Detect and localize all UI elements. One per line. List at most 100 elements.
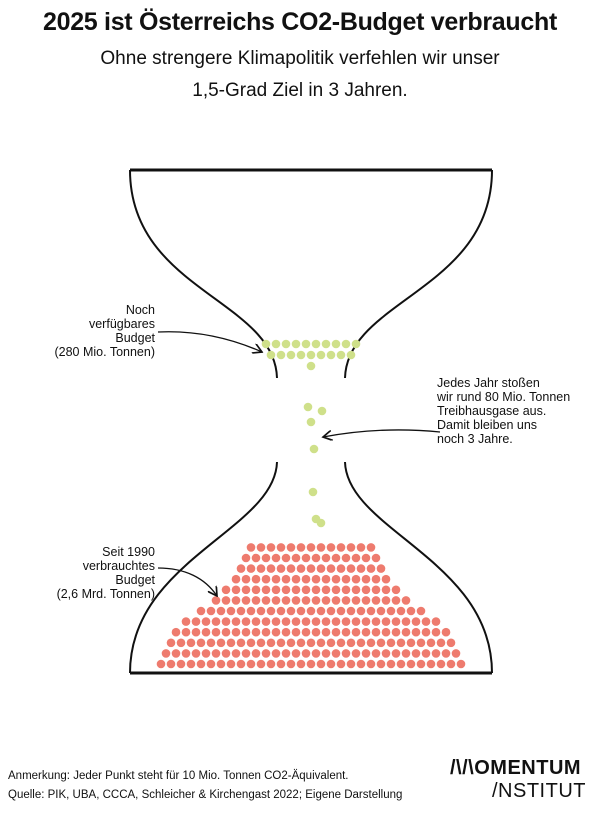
used-budget-dot xyxy=(446,659,456,669)
used-budget-dot xyxy=(271,596,281,605)
used-budget-dot xyxy=(371,649,381,658)
used-budget-dot xyxy=(231,617,241,626)
used-budget-dot xyxy=(261,585,271,595)
annotation-line: verfügbares xyxy=(88,317,155,331)
used-budget-dot xyxy=(251,627,261,637)
used-budget-dot xyxy=(201,649,211,658)
used-budget-dot xyxy=(326,564,336,573)
used-budget-dot xyxy=(261,649,271,658)
used-budget-dot xyxy=(401,617,411,626)
used-budget-dot xyxy=(456,659,466,669)
used-budget-dot xyxy=(181,617,191,626)
remaining-budget-dot xyxy=(281,339,291,349)
used-budget-dot xyxy=(306,659,316,669)
used-budget-dot xyxy=(266,564,276,573)
used-budget-dot xyxy=(256,638,266,648)
used-budget-dot xyxy=(321,617,331,626)
used-budget-dot xyxy=(331,585,341,595)
used-budget-dot xyxy=(301,596,311,605)
annotation-line: Seit 1990 xyxy=(102,545,155,559)
remaining-budget-dot xyxy=(331,339,341,349)
used-budget-dot xyxy=(231,585,241,595)
used-budget-dot xyxy=(281,553,291,563)
used-budget-dot xyxy=(411,649,421,658)
used-budget-dot xyxy=(391,596,401,605)
used-budget-dot xyxy=(281,585,291,595)
used-budget-dot xyxy=(271,617,281,626)
used-budget-dot xyxy=(226,638,236,648)
used-budget-dot xyxy=(206,638,216,648)
used-budget-dot xyxy=(221,649,231,658)
used-budget-dot xyxy=(206,659,216,669)
used-budget-dot xyxy=(301,553,311,563)
used-budget-dot xyxy=(331,574,341,584)
used-budget-dot xyxy=(281,617,291,626)
used-budget-dot xyxy=(361,627,371,637)
used-budget-dot xyxy=(286,543,296,552)
used-budget-dot xyxy=(326,606,336,616)
used-budget-dot xyxy=(211,617,221,626)
arrow-used xyxy=(157,567,217,596)
used-budget-dot xyxy=(316,543,326,552)
used-budget-dot xyxy=(346,659,356,669)
used-budget-dot xyxy=(416,659,426,669)
used-budget-dot xyxy=(376,606,386,616)
falling-dot xyxy=(309,444,319,454)
remaining-budget-dot xyxy=(321,339,331,349)
used-budget-dot xyxy=(336,659,346,669)
used-budget-dot xyxy=(346,543,356,552)
used-budget-dot xyxy=(271,574,281,584)
remaining-budget-dot xyxy=(271,339,281,349)
logo-institut: /NSTITUT xyxy=(492,780,586,802)
used-budget-dot xyxy=(411,617,421,626)
used-budget-dot xyxy=(236,564,246,573)
used-budget-dot xyxy=(221,596,231,605)
used-budget-dot xyxy=(386,606,396,616)
used-budget-dot xyxy=(411,627,421,637)
used-budget-dot xyxy=(341,627,351,637)
used-budget-dot xyxy=(371,617,381,626)
used-budget-dot xyxy=(271,649,281,658)
used-budget-dot xyxy=(351,617,361,626)
source: Quelle: PIK, UBA, CCCA, Schleicher & Kir… xyxy=(8,789,403,801)
used-budget-dot xyxy=(311,596,321,605)
used-budget-dot xyxy=(421,649,431,658)
used-budget-dot xyxy=(231,649,241,658)
used-budget-dot xyxy=(396,638,406,648)
annotation-line: (280 Mio. Tonnen) xyxy=(54,345,155,359)
used-budget-dot xyxy=(246,543,256,552)
used-budget-dot xyxy=(351,596,361,605)
used-budget-dot xyxy=(276,564,286,573)
used-budget-dot xyxy=(216,606,226,616)
used-budget-dot xyxy=(431,649,441,658)
used-budget-dot xyxy=(301,649,311,658)
used-budget-dot xyxy=(426,638,436,648)
used-budget-dot xyxy=(291,553,301,563)
used-budget-dot xyxy=(261,596,271,605)
used-budget-dot xyxy=(246,606,256,616)
used-budget-dot xyxy=(286,564,296,573)
used-budget-dot xyxy=(261,553,271,563)
used-budget-dot xyxy=(336,638,346,648)
used-budget-dot xyxy=(346,564,356,573)
used-budget-dot xyxy=(296,543,306,552)
used-budget-dot xyxy=(241,627,251,637)
used-budget-dot xyxy=(291,585,301,595)
used-budget-dot xyxy=(381,627,391,637)
used-budget-dot xyxy=(381,596,391,605)
used-budget-dot xyxy=(376,564,386,573)
used-budget-dot xyxy=(326,638,336,648)
used-budget-dot xyxy=(421,617,431,626)
used-budget-dot xyxy=(161,649,171,658)
used-budget-dot xyxy=(181,649,191,658)
subtitle-line-2: 1,5-Grad Ziel in 3 Jahren. xyxy=(192,80,408,101)
used-budget-dot xyxy=(391,585,401,595)
used-budget-dot xyxy=(361,596,371,605)
arrow-remaining xyxy=(157,331,262,352)
used-budget-dot xyxy=(221,585,231,595)
remaining-budget-dot xyxy=(341,339,351,349)
used-budget-dot xyxy=(446,638,456,648)
used-budget-dot xyxy=(231,627,241,637)
used-budget-dot xyxy=(381,617,391,626)
